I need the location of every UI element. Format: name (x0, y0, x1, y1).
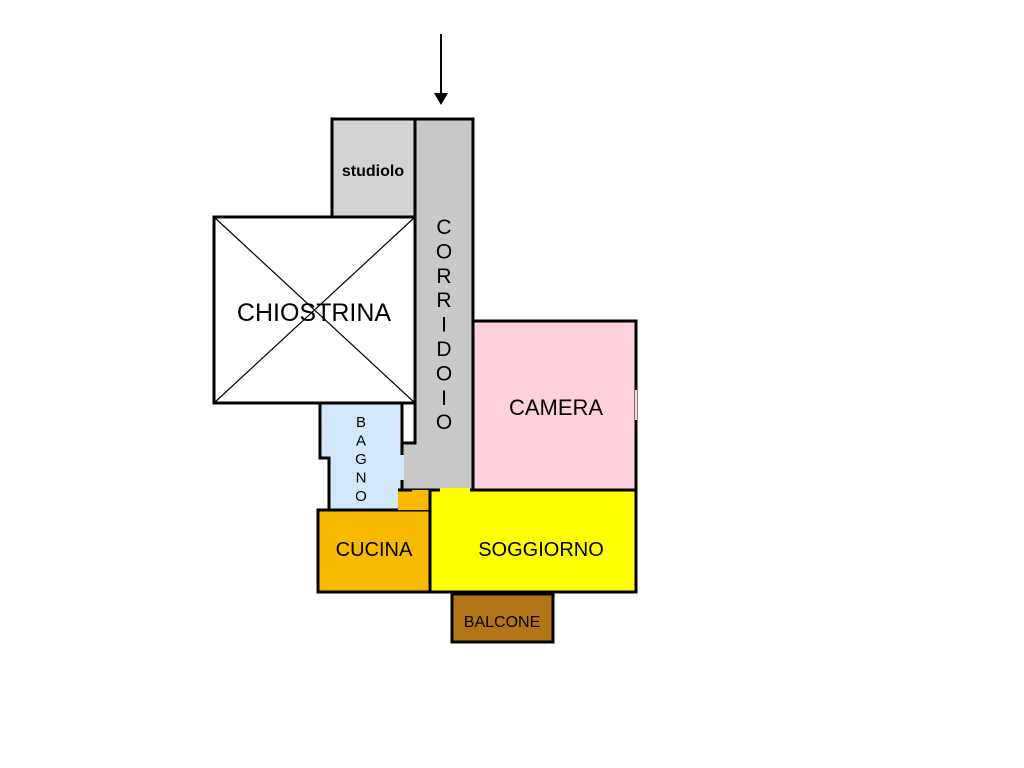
label-cucina: CUCINA (336, 539, 413, 561)
label-soggiorno: SOGGIORNO (478, 539, 604, 561)
bagno-letter: G (355, 451, 367, 468)
corridoio-letter: I (441, 387, 447, 410)
corridoio-letter: O (436, 362, 452, 385)
label-balcone: BALCONE (464, 614, 540, 631)
bagno-letter: N (356, 470, 367, 487)
label-studiolo: studiolo (342, 163, 404, 180)
bagno-letter: O (355, 488, 367, 505)
room-balcone (450, 592, 555, 644)
label-camera: CAMERA (509, 395, 603, 420)
arrow-down-icon (434, 34, 448, 105)
corridoio-letter: R (436, 265, 451, 288)
corridoio-letter: C (436, 216, 451, 239)
label-chiostrina: CHIOSTRINA (237, 299, 392, 327)
room-cucina (316, 508, 432, 594)
room-soggiorno (428, 488, 638, 594)
bagno-letter: B (356, 414, 366, 431)
corridoio-letter: D (436, 338, 451, 361)
corridoio-letter: O (436, 411, 452, 434)
corridoio-letter: R (436, 289, 451, 312)
corridoio-letter: I (441, 314, 447, 337)
room-chiostrina (212, 215, 417, 405)
corridoio-letter: O (436, 240, 452, 263)
bagno-letter: A (356, 433, 366, 450)
